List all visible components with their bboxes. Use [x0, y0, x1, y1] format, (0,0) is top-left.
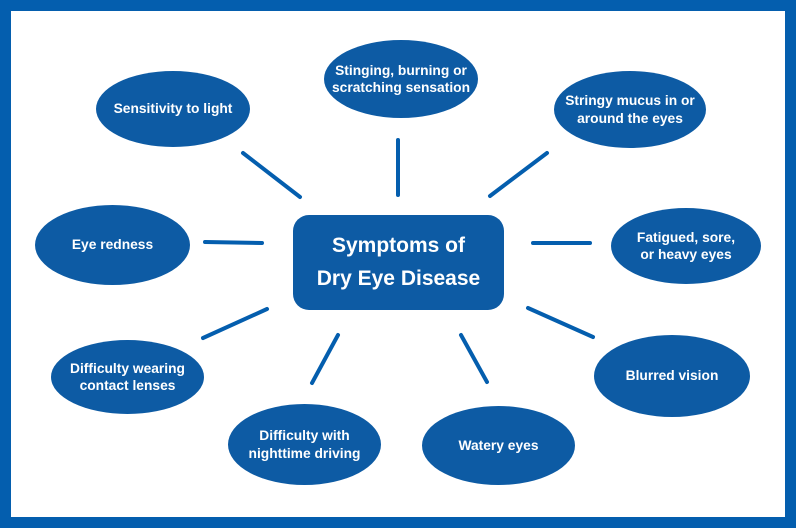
connector-eye-redness [203, 240, 264, 245]
center-node-symptoms-title: Symptoms of Dry Eye Disease [293, 215, 504, 310]
symptom-node-sensitivity-to-light: Sensitivity to light [96, 71, 250, 147]
connector-watery-eyes [459, 333, 489, 384]
symptom-node-watery-eyes: Watery eyes [422, 406, 575, 485]
symptom-node-fatigued-sore-heavy-eyes: Fatigued, sore, or heavy eyes [611, 208, 761, 284]
symptom-node-blurred-vision: Blurred vision [594, 335, 750, 417]
symptom-node-difficulty-nighttime-driving: Difficulty with nighttime driving [228, 404, 381, 485]
symptom-node-difficulty-wearing-contact-lenses: Difficulty wearing contact lenses [51, 340, 204, 414]
connector-blurred-vision [526, 306, 595, 339]
connector-stringy-mucus [488, 151, 549, 198]
symptom-node-stinging-burning-scratching: Stinging, burning or scratching sensatio… [324, 40, 478, 118]
connector-nighttime-driving [310, 333, 340, 385]
symptom-node-stringy-mucus: Stringy mucus in or around the eyes [554, 71, 706, 148]
connector-contact-lenses [201, 307, 269, 340]
connector-sensitivity-to-light [241, 151, 302, 199]
symptom-node-eye-redness: Eye redness [35, 205, 190, 285]
